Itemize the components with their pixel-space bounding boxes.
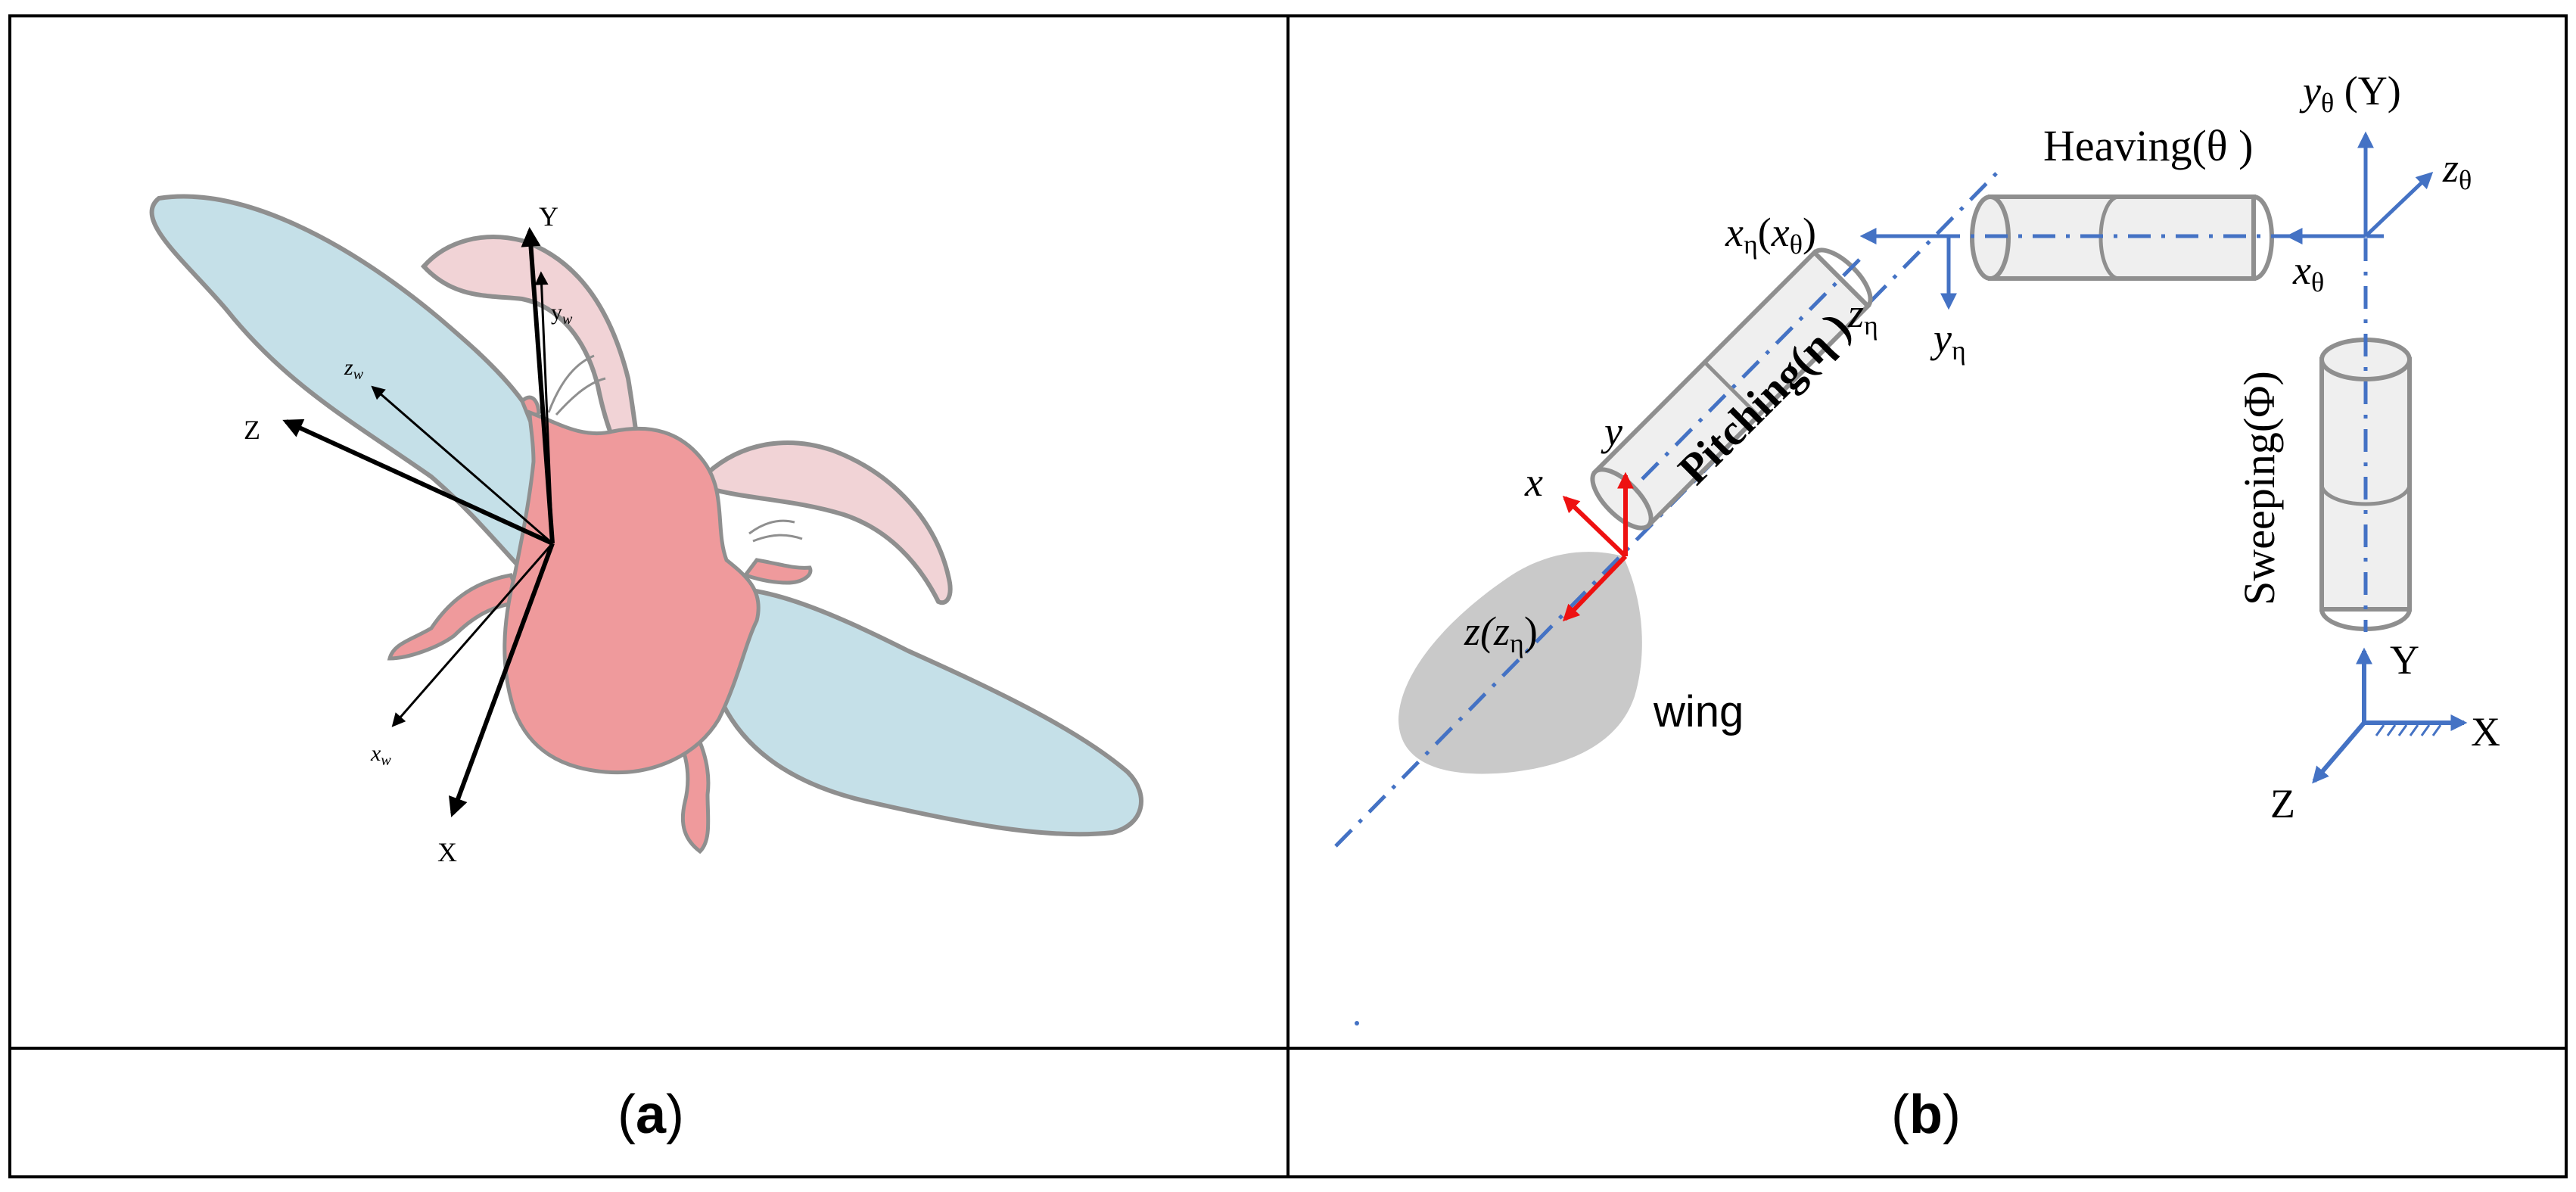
wing-axes bbox=[371, 271, 554, 727]
caption-b: (b) bbox=[1891, 1085, 1961, 1145]
axis-X-arrow bbox=[449, 542, 555, 817]
beetle-body bbox=[502, 409, 761, 775]
label-heaving: Heaving(θ ) bbox=[2043, 121, 2253, 170]
wing-frame-axes bbox=[1562, 472, 1634, 622]
axis-Z-arrow bbox=[282, 419, 554, 546]
label-ground-Y: Y bbox=[2390, 637, 2419, 683]
axis-Y-arrow bbox=[521, 226, 555, 544]
pitch-axis-line bbox=[1334, 167, 2003, 848]
world-axes bbox=[282, 226, 555, 817]
label-z-eta: zη bbox=[1847, 291, 1878, 341]
ground-frame bbox=[2312, 647, 2468, 784]
label-x-red: x bbox=[1524, 459, 1543, 505]
pitch-frame-axes bbox=[1859, 228, 1957, 310]
label-Z: Z bbox=[244, 415, 260, 445]
label-sweeping: Sweeping(Φ) bbox=[2235, 371, 2284, 605]
heave-frame-axes bbox=[2285, 131, 2434, 244]
panel-b: Heaving(θ ) Pitching(η ) Sweeping(Φ) win… bbox=[1334, 68, 2500, 1145]
axis-xw-arrow bbox=[391, 543, 554, 727]
label-xw: xw bbox=[370, 741, 391, 769]
hindwing-right bbox=[705, 440, 953, 605]
label-ground-X: X bbox=[2471, 709, 2500, 755]
stray-dot bbox=[1355, 1021, 1359, 1025]
label-y-red: y bbox=[1601, 409, 1622, 454]
label-Y: Y bbox=[539, 201, 558, 232]
pitch-axis-overlay bbox=[1641, 256, 1863, 481]
label-zw: zw bbox=[344, 355, 364, 383]
label-ground-Z: Z bbox=[2270, 781, 2295, 826]
label-x-theta: xθ bbox=[2292, 247, 2324, 297]
axis-zw-arrow bbox=[371, 385, 553, 545]
label-X: X bbox=[437, 837, 457, 867]
forewing-right bbox=[694, 586, 1143, 837]
panel-a: Y yw zw Z xw X (a) bbox=[149, 194, 1143, 1145]
label-y-theta: yθ (Y) bbox=[2299, 68, 2401, 118]
axis-yw-arrow bbox=[534, 271, 554, 544]
label-z-theta: zθ bbox=[2442, 145, 2472, 195]
wing-shape bbox=[1398, 552, 1642, 774]
label-z-red: z(zη) bbox=[1464, 608, 1538, 658]
label-y-eta: yη bbox=[1930, 316, 1966, 366]
antennae bbox=[547, 354, 803, 543]
label-x-eta: xη(xθ) bbox=[1725, 210, 1816, 260]
figure-frame bbox=[8, 14, 2568, 1178]
label-wing: wing bbox=[1653, 687, 1744, 736]
label-yw: yw bbox=[551, 300, 573, 328]
caption-a: (a) bbox=[618, 1085, 684, 1145]
